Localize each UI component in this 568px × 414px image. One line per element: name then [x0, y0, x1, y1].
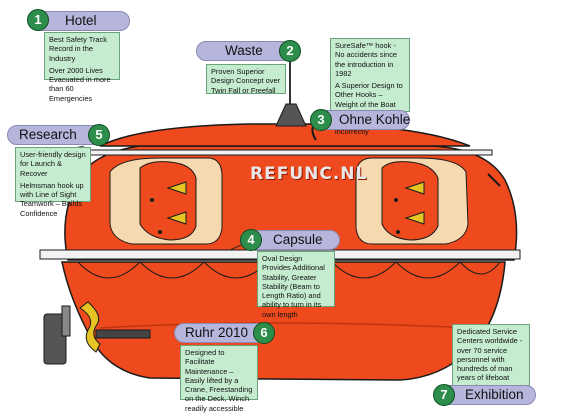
callout-ohne-kohle-title: Ohne Kohle [312, 110, 410, 130]
hull-seam [99, 322, 471, 329]
callout-waste-badge: 2 [279, 40, 301, 62]
callout-capsule-note: Oval Design Provides Additional Stabilit… [257, 251, 335, 319]
callout-hotel-title: Hotel [28, 11, 130, 31]
propeller [79, 301, 101, 353]
callout-ruhr-2010-badge: 6 [253, 322, 275, 344]
callout-research-note: User-friendly design for Launch & Recove… [15, 147, 91, 218]
callout-ohne-kohle-note: SureSafe™ hook - No accidents since the … [330, 38, 410, 136]
note-line: SureSafe™ hook - No accidents since the … [335, 41, 398, 78]
note-line: Oval Design Provides Additional Stabilit… [262, 254, 325, 319]
callout-capsule-badge: 4 [240, 229, 262, 251]
callout-ruhr-2010-note: Designed to Facilitate Maintenance – Eas… [180, 345, 258, 413]
canopy-top [99, 123, 471, 147]
brand-logo: REFUNC.NL [250, 164, 368, 184]
window-pins [150, 198, 400, 234]
note-line: Helmsman hook up with Line of Sight Team… [20, 180, 84, 218]
note-line: Proven Superior Design Concept over Twin… [211, 67, 281, 95]
door-handle [487, 173, 501, 187]
right-window [381, 161, 439, 241]
callout-ruhr-2010-title: Ruhr 2010 [174, 323, 274, 343]
callout-hotel-note: Best Safety Track Record in the Industry… [44, 32, 120, 103]
callout-hotel-badge: 1 [27, 9, 49, 31]
callout-exhibition-title: Exhibition [434, 385, 536, 405]
note-line: Dedicated Service Centers worldwide - ov… [457, 327, 523, 392]
callout-exhibition-badge: 7 [433, 384, 455, 406]
callout-waste-title: Waste [196, 41, 292, 61]
note-line: Designed to Facilitate Maintenance – Eas… [185, 348, 253, 413]
callout-capsule-title: Capsule [240, 230, 340, 250]
callout-research-badge: 5 [88, 124, 110, 146]
callout-exhibition-note: Dedicated Service Centers worldwide - ov… [452, 324, 530, 392]
window-latches [166, 181, 425, 225]
rudder [43, 313, 67, 365]
skeg [95, 329, 151, 339]
left-window [139, 161, 197, 241]
note-line: User-friendly design for Launch & Recove… [20, 150, 86, 178]
callout-ohne-kohle-badge: 3 [310, 109, 332, 131]
hook-housing [275, 103, 307, 127]
note-line: Best Safety Track Record in the Industry [49, 35, 107, 63]
rudder-stock [61, 305, 71, 337]
note-line: Over 2000 Lives Evacuated in more than 6… [49, 65, 111, 103]
callout-research-title: Research [7, 125, 107, 145]
roof-rail [65, 149, 493, 156]
callout-waste-note: Proven Superior Design Concept over Twin… [206, 64, 286, 95]
lower-hull [61, 261, 506, 381]
